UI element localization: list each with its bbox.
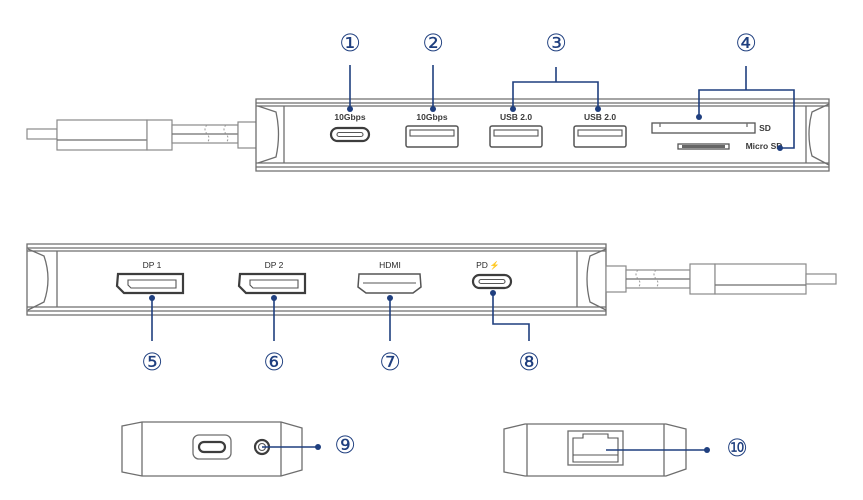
plug-collar-f	[689, 263, 716, 295]
usba-tongue-3a	[493, 129, 539, 137]
port-displayport-1: DP 1	[115, 260, 185, 295]
callout-numbers-top: ① ② ③ ④	[339, 29, 757, 57]
callout-number-7: ⑦	[379, 348, 401, 376]
callout-dot-8	[490, 290, 496, 296]
end-view-audio: ⑨	[121, 421, 356, 477]
port-label-pd: PD⚡	[476, 260, 500, 270]
port-usba-2-0-a: USB 2.0	[489, 112, 543, 148]
port-label-microsd: Micro SD	[746, 141, 783, 151]
dp2-port	[237, 272, 307, 295]
port-microsd: Micro SD	[677, 141, 783, 151]
callout-number-2: ②	[422, 29, 444, 57]
callout-dot-4a	[696, 114, 702, 120]
callout-line-4	[698, 66, 795, 149]
port-label-3b: USB 2.0	[584, 112, 616, 122]
port-label-sd: SD	[759, 123, 771, 133]
front-usb-c-cable	[605, 263, 837, 295]
port-sd: SD	[651, 122, 771, 134]
callout-number-5: ⑤	[141, 348, 163, 376]
port-usbc-10gbps: 10Gbps	[329, 112, 371, 143]
hub-outline-front	[26, 243, 607, 316]
usbc-pd-port	[471, 273, 513, 290]
dp1-inner	[127, 279, 177, 289]
callout-numbers-front: ⑤ ⑥ ⑦ ⑧	[141, 348, 540, 376]
callout-dot-10	[704, 447, 710, 453]
port-hdmi: HDMI	[357, 260, 422, 294]
callouts-top	[347, 65, 795, 151]
callout-dot-9	[315, 444, 321, 450]
port-label-2: 10Gbps	[416, 112, 447, 122]
ethernet-port	[567, 430, 624, 466]
plug-tip-f	[805, 273, 837, 285]
callout-number-6: ⑥	[263, 348, 285, 376]
right-cap-front	[586, 248, 607, 311]
strain-relief	[237, 121, 258, 149]
callout-number-3: ③	[545, 29, 567, 57]
callout-number-9: ⑨	[334, 431, 356, 459]
callout-line-8	[492, 293, 530, 341]
port-displayport-2: DP 2	[237, 260, 307, 295]
right-cap	[808, 103, 830, 166]
front-hub-body	[26, 243, 607, 316]
usbc-pd-tongue	[478, 278, 506, 285]
callout-dot-4b	[777, 145, 783, 151]
callout-dot-7	[387, 295, 393, 301]
end-view-ethernet: ⑩	[503, 423, 748, 477]
callout-number-10: ⑩	[726, 434, 748, 462]
port-label-3a: USB 2.0	[500, 112, 532, 122]
callout-number-8: ⑧	[518, 348, 540, 376]
callout-dot-3a	[510, 106, 516, 112]
ethernet-inner	[572, 433, 619, 463]
left-cap	[257, 105, 280, 164]
callout-dot-6	[271, 295, 277, 301]
port-label-hdmi: HDMI	[379, 260, 401, 270]
top-usb-c-cable	[26, 119, 258, 151]
microsd-inner	[682, 145, 725, 148]
usbc-tongue	[336, 131, 364, 138]
port-label-dp1: DP 1	[143, 260, 162, 270]
callout-dot-2	[430, 106, 436, 112]
strain-relief-f	[605, 265, 627, 293]
plug-tip	[26, 128, 58, 140]
port-usba-10gbps: 10Gbps	[405, 112, 459, 148]
cable-break-f	[635, 269, 659, 289]
top-view: 10Gbps 10Gbps USB 2.0 USB 2.0 SD	[26, 29, 830, 172]
cable-break	[204, 124, 229, 144]
port-label-dp2: DP 2	[265, 260, 284, 270]
callout-number-1: ①	[339, 29, 361, 57]
callout-number-4: ④	[735, 29, 757, 57]
front-view: DP 1 DP 2 HDMI PD⚡	[26, 243, 837, 376]
usba-tongue-3b	[577, 129, 623, 137]
plug-housing	[56, 119, 148, 151]
dp2-inner	[249, 279, 299, 289]
port-usba-2-0-b: USB 2.0	[573, 112, 627, 148]
callouts-front	[149, 290, 530, 341]
callout-dot-5	[149, 295, 155, 301]
dp1-port	[115, 272, 185, 295]
callout-dot-1	[347, 106, 353, 112]
left-cap-front	[27, 248, 49, 311]
port-usbc-pd: PD⚡	[471, 260, 513, 290]
usbc-port	[329, 126, 371, 143]
lightning-icon: ⚡	[490, 260, 500, 270]
usba-tongue-2	[409, 129, 455, 137]
pd-text: PD	[476, 260, 488, 270]
callout-line-3	[512, 67, 599, 109]
port-label-1: 10Gbps	[334, 112, 365, 122]
plug-collar	[146, 119, 173, 151]
callout-dot-3b	[595, 106, 601, 112]
usbc-end-port	[197, 440, 227, 454]
sd-slot	[651, 122, 756, 134]
plug-housing-f	[714, 263, 807, 295]
